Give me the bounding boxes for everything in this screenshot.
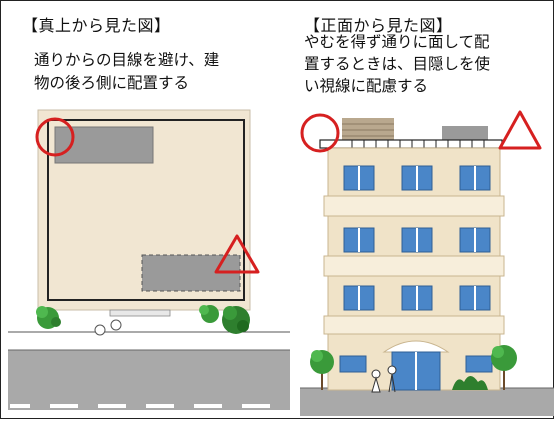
front-view-title: 【正面から見た図】 xyxy=(304,16,453,35)
circle-good-marker xyxy=(300,113,340,153)
triangle-caution-marker xyxy=(214,234,260,274)
floor-band xyxy=(323,255,505,277)
front-view-illustration xyxy=(300,110,554,416)
person-icon xyxy=(371,369,381,393)
floor-band xyxy=(323,315,505,335)
ground-window-left xyxy=(339,355,367,373)
top-view-panel: 【真上から見た図】 通りからの目線を避け、建 物の後ろ側に配置する xyxy=(8,16,290,410)
front-view-caption-line3: い視線に配慮する xyxy=(304,77,429,95)
front-view-caption-line1: やむを得ず通りに面して配 xyxy=(304,33,490,51)
ground-window-right xyxy=(465,355,493,373)
top-view-caption-line2: 物の後ろ側に配置する xyxy=(34,74,190,92)
stepping-stone-1 xyxy=(94,324,106,336)
top-view-caption-line1: 通りからの目線を避け、建 xyxy=(34,51,220,69)
stepping-stone-2 xyxy=(110,319,122,331)
circle-good-marker xyxy=(35,117,75,157)
floor-band xyxy=(323,195,505,217)
entrance-step xyxy=(109,309,171,317)
roof-railing xyxy=(319,139,503,149)
triangle-caution-marker xyxy=(498,110,542,150)
tree-icon xyxy=(310,350,334,390)
entrance-canopy xyxy=(382,340,450,353)
road xyxy=(8,350,290,410)
sidewalk xyxy=(8,332,290,350)
top-view-illustration xyxy=(8,109,290,410)
front-view-caption-line2: 置するときは、目隠しを使 xyxy=(304,55,491,73)
front-view-panel: 【正面から見た図】 やむを得ず通りに面して配 置するときは、目隠しを使 い視線に… xyxy=(292,0,554,419)
top-view-title: 【真上から見た図】 xyxy=(22,16,171,35)
tree-icon xyxy=(491,345,517,390)
person-icon xyxy=(387,365,397,393)
rooftop-unit xyxy=(442,126,488,142)
shrub xyxy=(452,376,488,390)
tree-icon xyxy=(222,306,250,334)
tree-icon xyxy=(36,306,61,329)
ground-road xyxy=(300,388,554,416)
tree-icon xyxy=(199,305,219,323)
